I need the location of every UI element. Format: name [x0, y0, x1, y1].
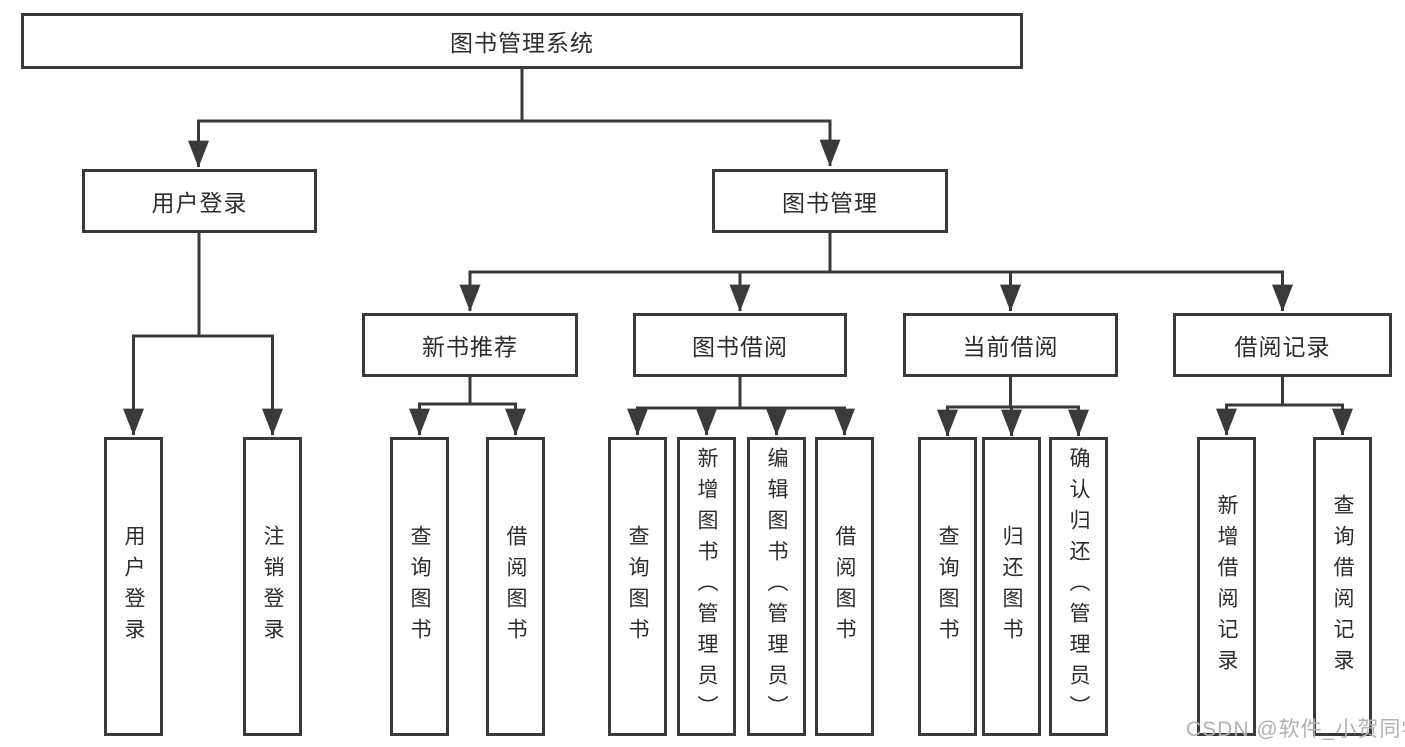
node-book-management: 图书管理: [712, 169, 948, 233]
csdn-watermark: CSDN @软件_小贺同学: [1186, 718, 1405, 741]
leaf-label: 新增借阅记录: [1215, 493, 1238, 680]
leaf-label: 用户登录: [122, 524, 145, 649]
connector-arrows: [123, 121, 1353, 437]
leaf-label: 查询图书: [626, 524, 649, 649]
node-new-book-recommend: 新书推荐: [362, 313, 578, 377]
node-borrow-books-recommend: 借阅图书: [486, 437, 545, 736]
node-add-borrow-record: 新增借阅记录: [1197, 437, 1256, 736]
node-book-borrowing: 图书借阅: [633, 313, 847, 377]
leaf-label: 借阅图书: [833, 524, 856, 649]
leaf-label: 查询图书: [936, 524, 959, 649]
leaf-label: 归还图书: [1000, 524, 1023, 649]
leaf-label: 注销登录: [261, 524, 284, 649]
leaf-label: 编辑图书（管理员）: [765, 447, 788, 726]
node-borrowing-records: 借阅记录: [1173, 313, 1392, 377]
leaf-label: 确认归还（管理员）: [1067, 447, 1090, 726]
leaf-label: 新增图书（管理员）: [695, 447, 718, 726]
leaf-label: 借阅图书: [504, 524, 527, 649]
connector-trunks: [132, 69, 1344, 410]
node-confirm-return-admin: 确认归还（管理员）: [1049, 437, 1108, 736]
node-current-borrowing: 当前借阅: [903, 313, 1118, 377]
node-user-login: 用户登录: [82, 169, 317, 233]
node-add-books-admin: 新增图书（管理员）: [677, 437, 736, 736]
leaf-label: 查询借阅记录: [1331, 493, 1354, 680]
node-query-borrow-record: 查询借阅记录: [1313, 437, 1372, 736]
node-query-books-current: 查询图书: [918, 437, 977, 736]
node-borrow-books-leaf: 借阅图书: [815, 437, 874, 736]
node-logout-leaf: 注销登录: [243, 437, 302, 736]
node-query-books-borrowing: 查询图书: [608, 437, 667, 736]
node-user-login-leaf: 用户登录: [104, 437, 163, 736]
node-system-root: 图书管理系统: [21, 13, 1023, 69]
leaf-label: 查询图书: [408, 524, 431, 649]
node-return-books: 归还图书: [982, 437, 1041, 736]
node-edit-books-admin: 编辑图书（管理员）: [747, 437, 806, 736]
node-query-books-recommend: 查询图书: [390, 437, 449, 736]
